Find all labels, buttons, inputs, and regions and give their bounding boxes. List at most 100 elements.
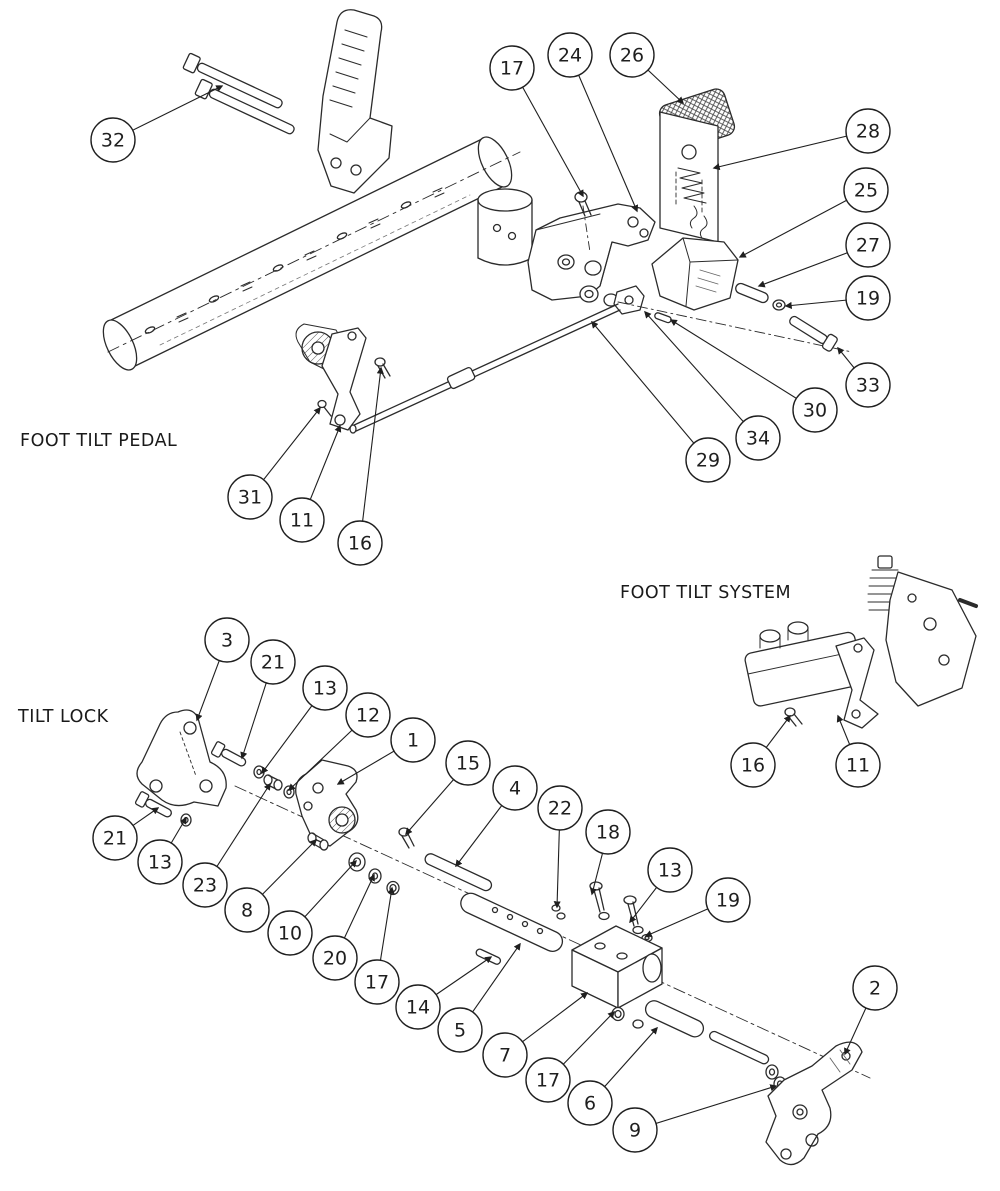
washer-12	[283, 785, 295, 799]
callout-number: 32	[101, 130, 125, 152]
callout-balloon	[182, 862, 228, 908]
callout-number: 16	[741, 755, 765, 777]
callout-2: 2	[844, 965, 898, 1056]
callout-12: 12	[287, 692, 391, 791]
callout-number: 13	[148, 852, 172, 874]
tilt-lock-pivot-bracket	[295, 759, 359, 847]
callout-balloon	[312, 935, 358, 981]
callout-balloon	[250, 639, 296, 685]
callout-balloon	[267, 910, 313, 956]
callout-balloon	[137, 839, 183, 885]
mount-bracket	[317, 9, 393, 194]
callout-balloon	[395, 984, 441, 1030]
pedal-mount-plate	[659, 111, 719, 243]
callout-leader-line	[712, 130, 869, 171]
bolt-33	[789, 315, 838, 352]
pin-14	[475, 948, 502, 965]
callout-number: 33	[856, 375, 880, 397]
callout-balloon	[224, 887, 270, 933]
callout-balloon	[685, 437, 731, 483]
callout-number: 30	[803, 400, 827, 422]
callout-balloon	[792, 387, 838, 433]
callout-number: 19	[856, 288, 880, 310]
callout-balloon	[525, 1057, 571, 1103]
spring-28	[677, 167, 708, 239]
callout-balloon	[547, 32, 593, 78]
callout-24: 24	[547, 32, 639, 213]
callout-22: 22	[537, 785, 583, 909]
callout-number: 13	[658, 860, 682, 882]
label-foot-tilt-pedal: FOOT TILT PEDAL	[20, 431, 177, 451]
callout-23: 23	[182, 782, 271, 908]
callout-balloon	[345, 692, 391, 738]
tilt-lock-left-bracket	[136, 709, 227, 807]
callout-balloon	[730, 742, 776, 788]
callout-balloon	[492, 765, 538, 811]
callout-balloon	[835, 742, 881, 788]
callout-leader-line	[511, 67, 584, 198]
bolts-32	[182, 52, 295, 135]
callout-number: 22	[548, 798, 572, 820]
callout-number: 6	[584, 1093, 596, 1115]
pin-27	[735, 282, 769, 304]
callout-10: 10	[267, 859, 357, 956]
callout-balloon	[354, 959, 400, 1005]
callout-number: 23	[193, 875, 217, 897]
bolt-16-pedal	[374, 357, 391, 379]
callout-number: 25	[854, 180, 878, 202]
callout-3: 3	[195, 617, 250, 722]
pedal-mount-bracket	[527, 203, 656, 301]
spacer-23	[263, 774, 283, 791]
callout-30: 30	[669, 319, 838, 433]
callout-number: 29	[696, 450, 720, 472]
end-rod	[709, 1030, 770, 1065]
callout-15: 15	[405, 740, 491, 836]
foot-tilt-system-assembly	[744, 555, 978, 729]
callout-balloon	[537, 785, 583, 831]
callout-balloon	[227, 474, 273, 520]
callout-balloon	[843, 167, 889, 213]
callout-number: 18	[596, 822, 620, 844]
frame-rail	[102, 136, 521, 371]
callout-number: 11	[290, 510, 314, 532]
callout-balloon	[845, 108, 891, 154]
callout-28: 28	[712, 108, 891, 171]
bolt-21-upper	[210, 741, 247, 767]
nut-17-front	[386, 880, 400, 896]
bolt-31	[317, 399, 332, 417]
callout-number: 7	[499, 1045, 511, 1067]
tube-5	[460, 892, 564, 952]
callout-balloon	[609, 32, 655, 78]
callout-16: 16	[337, 366, 384, 566]
tilt-lock-right-bracket	[765, 1041, 863, 1166]
callout-26: 26	[609, 32, 685, 104]
callout-number: 12	[356, 705, 380, 727]
callout-32: 32	[90, 85, 224, 163]
callout-number: 24	[558, 45, 582, 67]
callout-leader-line	[738, 189, 867, 258]
callout-number: 8	[241, 900, 253, 922]
nut-19-top	[772, 299, 786, 311]
callout-balloon	[705, 877, 751, 923]
callout-leader-line	[569, 54, 639, 213]
callout-number: 31	[238, 487, 262, 509]
tilt-lock-assembly	[134, 709, 871, 1166]
callout-balloon	[302, 665, 348, 711]
label-foot-tilt-system: FOOT TILT SYSTEM	[620, 583, 791, 603]
callout-18: 18	[585, 809, 631, 896]
callout-8: 8	[224, 838, 318, 933]
callout-balloon	[852, 965, 898, 1011]
callout-balloon	[482, 1032, 528, 1078]
callout-balloon	[845, 222, 891, 268]
callout-balloon	[489, 45, 535, 91]
callout-11: 11	[279, 424, 342, 543]
callout-19: 19	[644, 877, 751, 937]
callout-number: 21	[103, 828, 127, 850]
callout-leader-line	[669, 319, 816, 411]
callout-20: 20	[312, 873, 375, 981]
pin-axis-line	[617, 301, 853, 353]
callout-balloon	[845, 362, 891, 408]
ring-10	[348, 852, 366, 872]
